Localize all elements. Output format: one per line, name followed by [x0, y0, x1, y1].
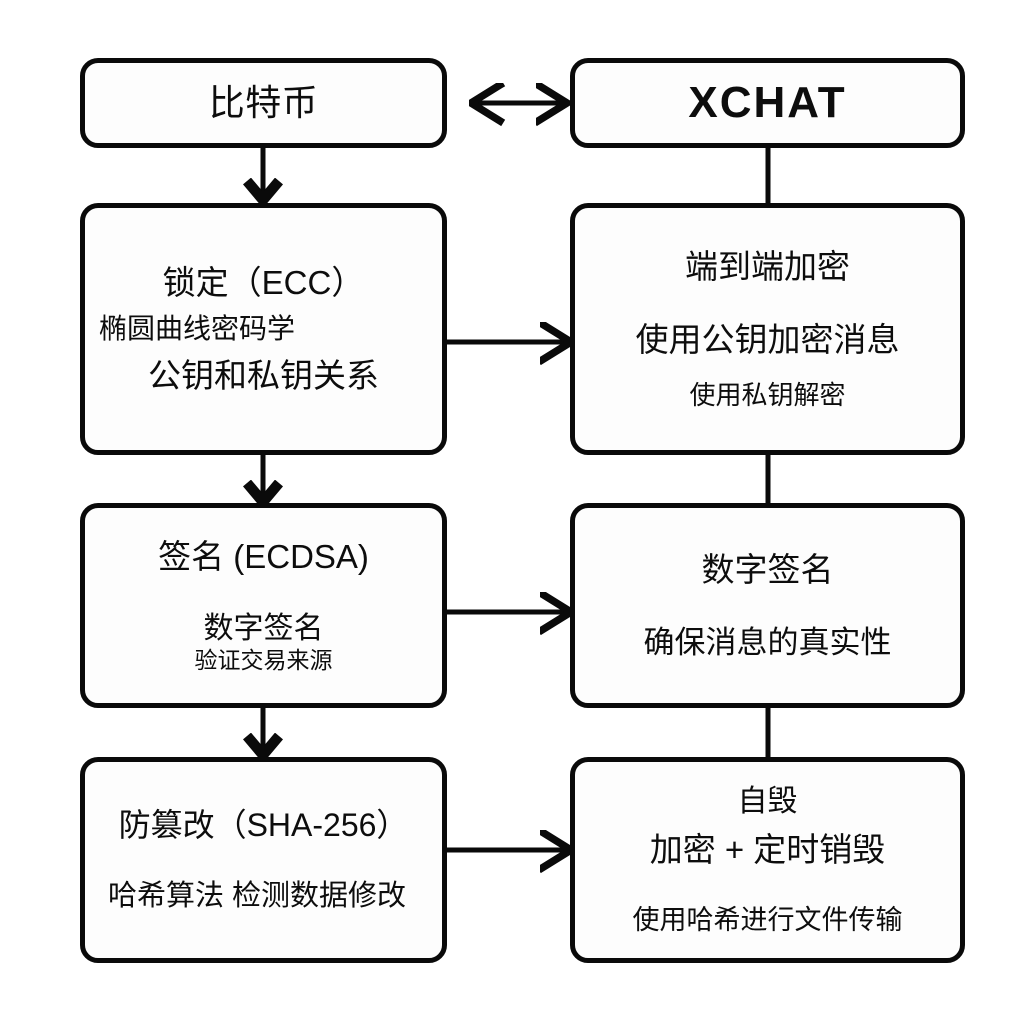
node-self-destruct-heading: 自毁 [737, 785, 798, 818]
node-ecdsa-line3: 验证交易来源 [194, 646, 333, 673]
node-e2ee-line2: 使用公钥加密消息 [635, 321, 900, 359]
node-e2ee-line3: 使用私钥解密 [689, 380, 846, 410]
node-self-destruct[interactable]: 自毁 加密 + 定时销毁 使用哈希进行文件传输 [570, 757, 965, 963]
node-xchat[interactable]: XCHAT [570, 58, 965, 148]
node-sha256[interactable]: 防篡改（SHA-256） 哈希算法 检测数据修改 [80, 757, 447, 963]
node-ecc[interactable]: 锁定（ECC） 椭圆曲线密码学 公钥和私钥关系 [80, 203, 447, 455]
node-sha256-heading: 防篡改（SHA-256） [118, 807, 409, 844]
node-digital-signature-heading: 数字签名 [701, 551, 834, 589]
node-ecdsa-heading: 签名 (ECDSA) [158, 537, 369, 575]
node-digital-signature[interactable]: 数字签名 确保消息的真实性 [570, 503, 965, 708]
node-bitcoin-heading: 比特币 [208, 81, 319, 123]
node-sha256-line2: 哈希算法 检测数据修改 [108, 879, 407, 912]
node-digital-signature-line2: 确保消息的真实性 [643, 624, 892, 660]
node-self-destruct-line3: 使用哈希进行文件传输 [632, 904, 903, 935]
node-e2ee[interactable]: 端到端加密 使用公钥加密消息 使用私钥解密 [570, 203, 965, 455]
node-ecdsa[interactable]: 签名 (ECDSA) 数字签名 验证交易来源 [80, 503, 447, 708]
node-bitcoin[interactable]: 比特币 [80, 58, 447, 148]
node-ecdsa-line2: 数字签名 [203, 611, 324, 645]
node-ecc-line3: 公钥和私钥关系 [148, 356, 379, 394]
node-ecc-heading: 锁定（ECC） [162, 263, 365, 301]
node-e2ee-heading: 端到端加密 [685, 247, 850, 285]
node-ecc-line2: 椭圆曲线密码学 [99, 313, 296, 345]
node-xchat-heading: XCHAT [688, 78, 847, 127]
node-self-destruct-line2: 加密 + 定时销毁 [649, 831, 886, 868]
